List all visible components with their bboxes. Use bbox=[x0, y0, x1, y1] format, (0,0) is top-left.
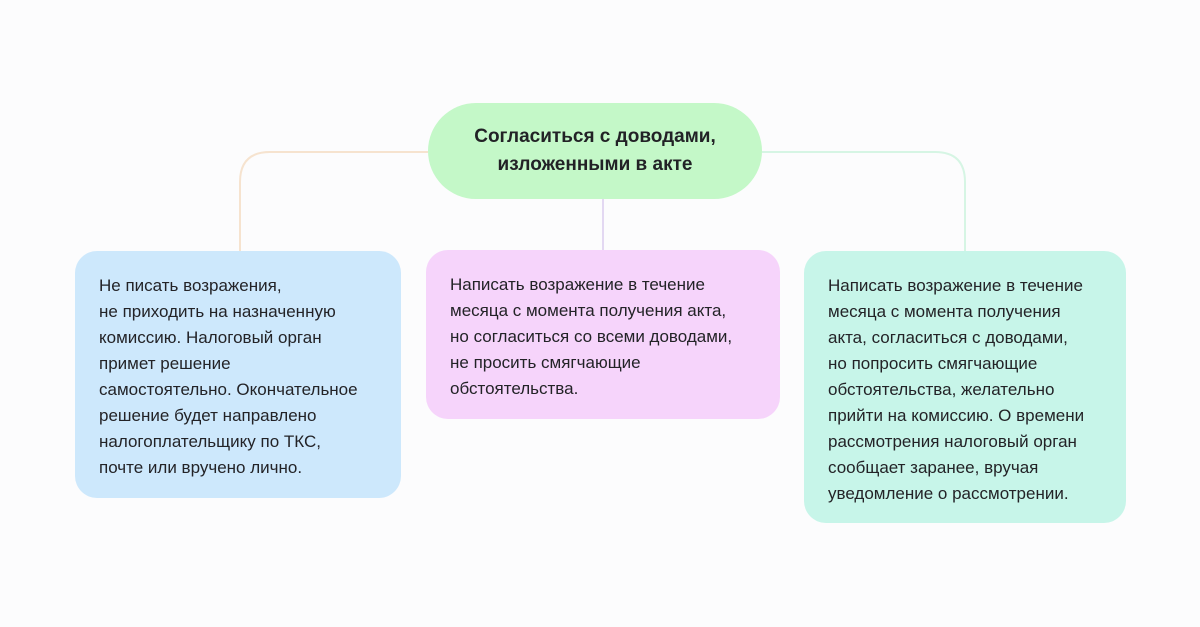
option-card-right-text: Написать возражение в течение месяца с м… bbox=[828, 276, 1085, 503]
option-card-right: Написать возражение в течение месяца с м… bbox=[804, 251, 1126, 523]
option-card-center-text: Написать возражение в течение месяца с м… bbox=[450, 275, 733, 398]
root-node-label: Согласиться с доводами, изложенными в ак… bbox=[474, 126, 716, 175]
connector-right bbox=[762, 151, 966, 251]
connector-left bbox=[239, 151, 428, 251]
root-node: Согласиться с доводами, изложенными в ак… bbox=[428, 103, 762, 199]
option-card-left: Не писать возражения, не приходить на на… bbox=[75, 251, 401, 498]
option-card-center: Написать возражение в течение месяца с м… bbox=[426, 250, 780, 419]
option-card-left-text: Не писать возражения, не приходить на на… bbox=[99, 276, 358, 477]
